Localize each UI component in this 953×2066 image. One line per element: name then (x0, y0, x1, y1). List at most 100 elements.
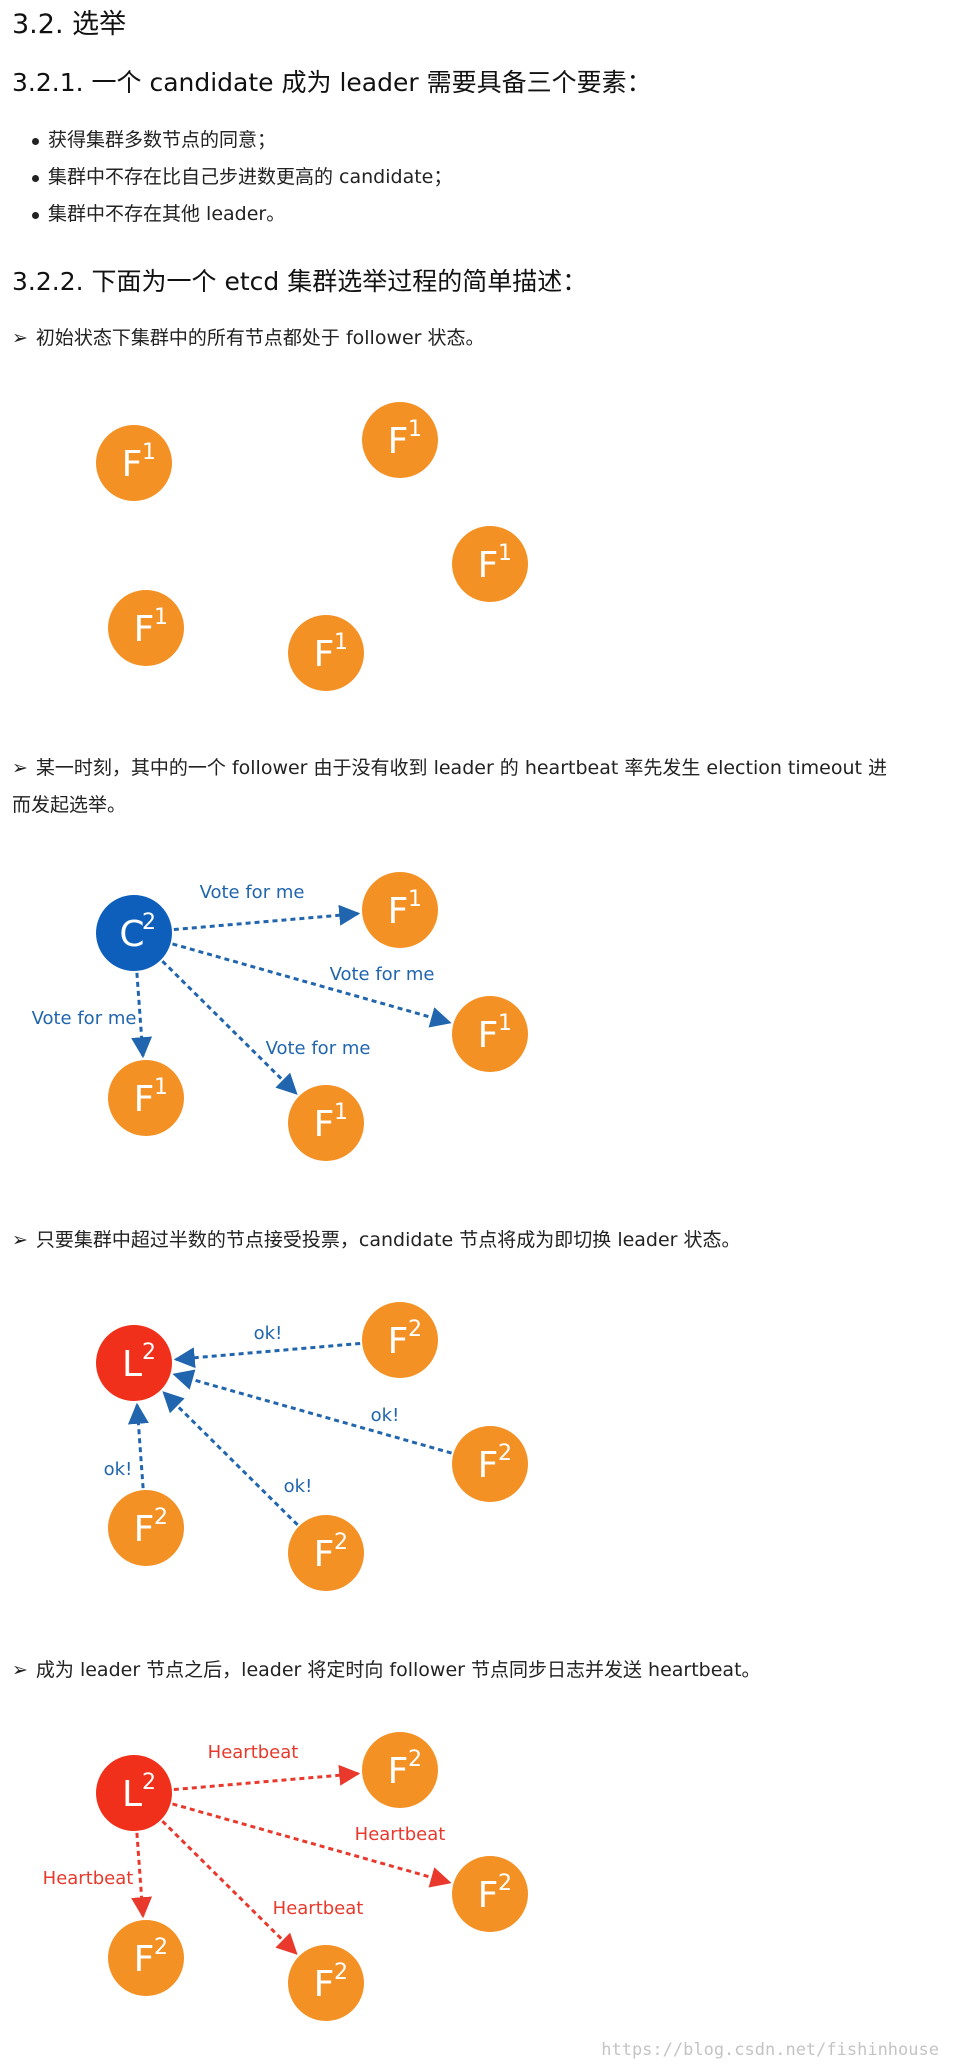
node-term: 1 (408, 417, 422, 442)
step-text-initial: ➢ 初始状态下集群中的所有节点都处于 follower 状态。 (12, 320, 485, 357)
requirement-item: 集群中不存在比自己步进数更高的 candidate； (31, 159, 452, 196)
arrow-vote (172, 942, 452, 1028)
node-term: 2 (498, 1441, 512, 1466)
arrow-label: Vote for me (200, 882, 305, 903)
node-term: 2 (154, 1505, 168, 1530)
arrow-label: Heartbeat (43, 1868, 134, 1889)
bullet-arrow-icon: ➢ (12, 327, 28, 349)
bullet-arrow-icon: ➢ (12, 1229, 28, 1251)
arrow-label: Vote for me (266, 1038, 371, 1059)
node-label: F (478, 1445, 499, 1486)
follower-node-circle (362, 1732, 438, 1808)
node-term: 1 (334, 630, 348, 655)
leader-node-circle (96, 1325, 172, 1401)
follower-node-circle (362, 402, 438, 478)
follower-node-circle (452, 526, 528, 602)
node-label: F (388, 891, 409, 932)
candidate-node: C2 (96, 895, 172, 971)
node-label: F (314, 634, 335, 675)
node-term: 2 (408, 1317, 422, 1342)
node-term: 1 (142, 440, 156, 465)
subsection-title-process: 3.2.2. 下面为一个 etcd 集群选举过程的简单描述： (12, 267, 588, 296)
follower-node-circle (288, 1515, 364, 1591)
node-label: F (388, 1751, 409, 1792)
step-text: 只要集群中超过半数的节点接受投票，candidate 节点将成为即切换 lead… (35, 1229, 741, 1251)
node-label: F (478, 1875, 499, 1916)
arrow-heartbeat (172, 1802, 452, 1888)
step-text-election: ➢某一时刻，其中的一个 follower 由于没有收到 leader 的 hea… (12, 750, 887, 824)
arrow-vote (173, 904, 361, 932)
follower-node-circle (288, 615, 364, 691)
arrow-heartbeat (161, 1820, 298, 1955)
section-title: 3.2. 选举 (12, 9, 127, 40)
follower-node-circle (288, 1945, 364, 2021)
node-label: F (314, 1964, 335, 2005)
follower-node-circle (108, 590, 184, 666)
follower-node-circle (108, 1060, 184, 1136)
node-term: 2 (334, 1530, 348, 1555)
arrow-vote (127, 1402, 149, 1489)
arrow-vote (172, 1369, 452, 1455)
node-term: 2 (408, 1747, 422, 1772)
arrow-vote (162, 1391, 299, 1526)
subsection-title-requirements: 3.2.1. 一个 candidate 成为 leader 需要具备三个要素： (12, 68, 652, 97)
step-text-majority: ➢ 只要集群中超过半数的节点接受投票，candidate 节点将成为即切换 lea… (12, 1222, 741, 1259)
node-term: 1 (154, 605, 168, 630)
node-term: 2 (142, 910, 156, 935)
arrow-label: ok! (254, 1323, 283, 1344)
requirement-item: 获得集群多数节点的同意； (31, 122, 452, 159)
step-text: 某一时刻，其中的一个 follower 由于没有收到 leader 的 hear… (35, 757, 888, 779)
watermark: https://blog.csdn.net/fishinhouse (601, 2040, 939, 2060)
node-label: F (314, 1104, 335, 1145)
node-term: 2 (142, 1340, 156, 1365)
node-label: F (314, 1534, 335, 1575)
arrow-label: Heartbeat (355, 1824, 446, 1845)
follower-node-circle (452, 1856, 528, 1932)
follower-node-circle (362, 872, 438, 948)
node-label: C (119, 914, 144, 955)
node-label: F (388, 1321, 409, 1362)
node-label: F (388, 421, 409, 462)
step-text: 初始状态下集群中的所有节点都处于 follower 状态。 (35, 327, 485, 349)
node-term: 2 (334, 1960, 348, 1985)
arrow-vote (131, 972, 153, 1059)
node-term: 1 (498, 1011, 512, 1036)
requirements-list: 获得集群多数节点的同意； 集群中不存在比自己步进数更高的 candidate； … (0, 122, 452, 233)
arrow-label: Heartbeat (273, 1898, 364, 1919)
arrow-label: ok! (371, 1405, 400, 1426)
node-label: L (122, 1774, 142, 1815)
candidate-node-circle (96, 895, 172, 971)
node-term: 1 (334, 1100, 348, 1125)
node-label: F (478, 545, 499, 586)
follower-node-circle (452, 1426, 528, 1502)
node-term: 2 (498, 1871, 512, 1896)
follower-node-circle (108, 1490, 184, 1566)
follower-node-circle (108, 1920, 184, 1996)
arrow-label: Vote for me (330, 964, 435, 985)
diagram-vote-request: Vote for me Vote for me Vote for me Vote fo… (32, 872, 528, 1161)
follower-node-circle (362, 1302, 438, 1378)
arrow-label: ok! (104, 1459, 133, 1480)
arrow-vote (161, 960, 298, 1095)
node-label: F (122, 444, 143, 485)
arrow-vote (173, 1341, 361, 1369)
follower-node-circle (96, 425, 172, 501)
arrow-label: Vote for me (32, 1008, 137, 1029)
